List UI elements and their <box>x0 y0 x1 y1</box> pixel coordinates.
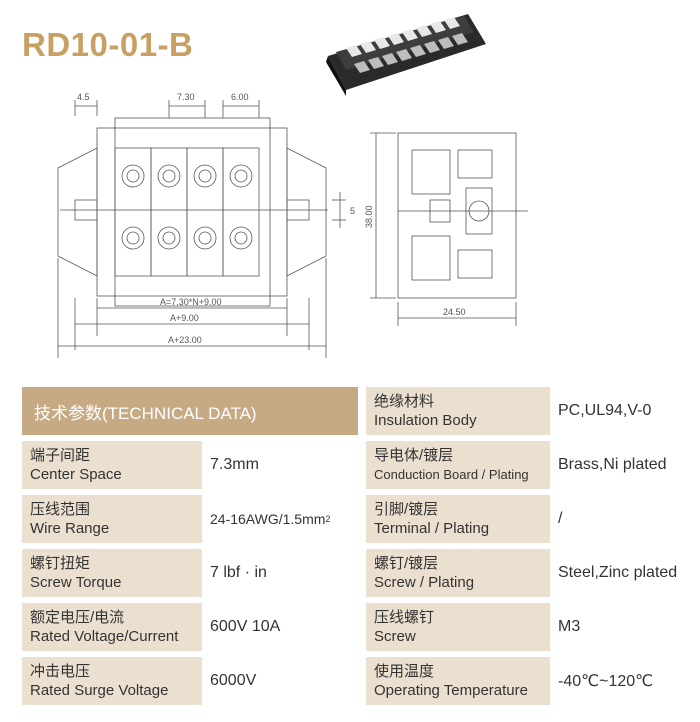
spec-value: Brass,Ni plated <box>550 441 690 489</box>
spec-label-zh: 使用温度 <box>374 663 435 680</box>
spec-label-zh: 额定电压/电流 <box>30 609 125 626</box>
spec-label-en: Rated Voltage/Current <box>30 628 179 645</box>
spec-value: 7 lbf · in <box>202 549 358 597</box>
product-title: RD10-01-B <box>22 26 194 63</box>
spec-label: 端子间距 Center Space <box>22 441 202 489</box>
spec-label-zh: 螺钉/镀层 <box>374 555 439 572</box>
spec-value: -40℃~120℃ <box>550 657 690 705</box>
spec-value: 7.3mm <box>202 441 358 489</box>
spec-row: 端子间距 Center Space 7.3mm 导电体/镀层 Conductio… <box>22 441 690 489</box>
spec-value: Steel,Zinc plated <box>550 549 690 597</box>
spec-value: 600V 10A <box>202 603 358 651</box>
spec-value: / <box>550 495 690 543</box>
spec-label: 使用温度 Operating Temperature <box>366 657 550 705</box>
spec-label-en: Operating Temperature <box>374 682 528 699</box>
spec-row: 额定电压/电流 Rated Voltage/Current 600V 10A 压… <box>22 603 690 651</box>
spec-label-en: Terminal / Plating <box>374 520 490 537</box>
spec-label-zh: 压线螺钉 <box>374 609 435 626</box>
spec-label-zh: 引脚/镀层 <box>374 501 439 518</box>
dim-a-plus-23: A+23.00 <box>168 335 202 345</box>
spec-value-text: 24-16AWG/1.5mm <box>210 511 326 527</box>
spec-value: PC,UL94,V-0 <box>550 387 690 435</box>
spec-label-en: Wire Range <box>30 520 110 537</box>
spec-label: 压线范围 Wire Range <box>22 495 202 543</box>
spec-label-en: Insulation Body <box>374 412 477 429</box>
dim-4-5: 4.5 <box>77 92 90 102</box>
spec-label-en: Rated Surge Voltage <box>30 682 169 699</box>
dim-24-50: 24.50 <box>443 307 466 317</box>
spec-value: 6000V <box>202 657 358 705</box>
spec-label-en: Screw / Plating <box>374 574 475 591</box>
product-photo <box>326 14 486 96</box>
spec-label: 引脚/镀层 Terminal / Plating <box>366 495 550 543</box>
spec-label-en: Center Space <box>30 466 122 483</box>
dim-38-00: 38.00 <box>364 205 374 228</box>
spec-label-en: Screw <box>374 628 416 645</box>
spec-label-zh: 冲击电压 <box>30 663 91 680</box>
technical-data-table: 技术参数(TECHNICAL DATA) 绝缘材料 Insulation Bod… <box>22 387 690 711</box>
spec-value-sup: 2 <box>325 514 331 524</box>
spec-label: 导电体/镀层 Conduction Board / Plating <box>366 441 550 489</box>
spec-label: 冲击电压 Rated Surge Voltage <box>22 657 202 705</box>
spec-label-zh: 压线范围 <box>30 501 91 518</box>
spec-row: 冲击电压 Rated Surge Voltage 6000V 使用温度 Oper… <box>22 657 690 705</box>
spec-label: 绝缘材料 Insulation Body <box>366 387 550 435</box>
spec-label: 额定电压/电流 Rated Voltage/Current <box>22 603 202 651</box>
dim-5: 5 <box>350 206 355 216</box>
spec-label-zh: 导电体/镀层 <box>374 447 454 464</box>
spec-row: 技术参数(TECHNICAL DATA) 绝缘材料 Insulation Bod… <box>22 387 690 435</box>
spec-value: M3 <box>550 603 690 651</box>
technical-drawing: 4.5 7.30 6.00 5 38.00 A=7.30*N+9.00 A+9.… <box>57 92 528 358</box>
dim-a-formula: A=7.30*N+9.00 <box>160 297 222 307</box>
spec-label-en: Screw Torque <box>30 574 122 591</box>
dim-a-plus-9: A+9.00 <box>170 313 199 323</box>
spec-label-zh: 螺钉扭矩 <box>30 555 91 572</box>
dim-7-30: 7.30 <box>177 92 195 102</box>
table-header: 技术参数(TECHNICAL DATA) <box>22 387 358 435</box>
spec-row: 螺钉扭矩 Screw Torque 7 lbf · in 螺钉/镀层 Screw… <box>22 549 690 597</box>
spec-label: 螺钉扭矩 Screw Torque <box>22 549 202 597</box>
spec-label-en: Conduction Board / Plating <box>374 467 529 482</box>
spec-label-zh: 端子间距 <box>30 447 91 464</box>
spec-label: 压线螺钉 Screw <box>366 603 550 651</box>
spec-label: 螺钉/镀层 Screw / Plating <box>366 549 550 597</box>
dim-6-00: 6.00 <box>231 92 249 102</box>
spec-label-zh: 绝缘材料 <box>374 393 435 410</box>
